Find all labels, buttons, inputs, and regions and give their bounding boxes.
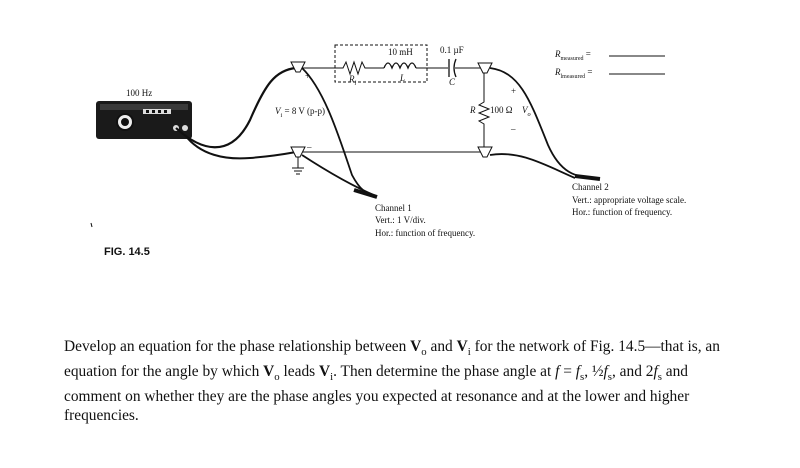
inductor-resistance	[336, 60, 384, 76]
inductor-value-label: 10 mH	[388, 47, 413, 57]
channel2-vert: Vert.: appropriate voltage scale.	[572, 195, 687, 205]
channel2-title: Channel 2	[572, 182, 609, 192]
channel1-vert: Vert.: 1 V/div.	[375, 215, 426, 225]
capacitor-plate-right	[453, 58, 457, 78]
channel2-probe-cable	[489, 67, 597, 179]
probe-clip-vo-bottom	[477, 146, 493, 158]
capacitor-symbol-label: C	[449, 77, 456, 87]
r-measured-label: Rmeasured =	[555, 49, 591, 62]
generator-lead-lower	[184, 134, 297, 160]
load-resistor	[477, 98, 491, 152]
output-minus-sign: –	[511, 124, 516, 134]
channel1-title: Channel 1	[375, 203, 412, 213]
ground-symbol	[292, 157, 304, 175]
output-plus-sign: +	[511, 86, 517, 96]
rl-measured-label: Rlmeasured =	[555, 67, 593, 80]
capacitor-value-label: 0.1 µF	[440, 45, 464, 55]
channel2-hor: Hor.: function of frequency.	[572, 207, 673, 217]
inductor-resistance-label: Rl	[349, 74, 357, 87]
input-plus-sign: +	[305, 71, 311, 81]
figure-label: FIG. 14.5	[104, 246, 150, 258]
probe-clip-vi-top	[290, 61, 306, 73]
circuit-diagram	[90, 44, 665, 228]
input-voltage-label: Vi = 8 V (p-p)	[275, 106, 325, 119]
inductor-symbol-label: L	[400, 73, 406, 83]
probe-clip-vo-top	[477, 62, 493, 74]
inductor-coil	[383, 62, 417, 70]
output-voltage-label: Vo	[522, 105, 531, 118]
generator-frequency-label: 100 Hz	[126, 88, 153, 98]
resistor-value-label: 100 Ω	[490, 105, 513, 115]
problem-statement: Develop an equation for the phase relati…	[64, 338, 720, 425]
channel1-hor: Hor.: function of frequency.	[375, 228, 476, 238]
resistor-symbol-label: R	[470, 105, 476, 115]
input-minus-sign: –	[307, 142, 312, 152]
generator-lead-upper	[175, 66, 297, 149]
function-generator	[96, 101, 192, 139]
probe-clip-vi-bottom	[290, 146, 306, 158]
